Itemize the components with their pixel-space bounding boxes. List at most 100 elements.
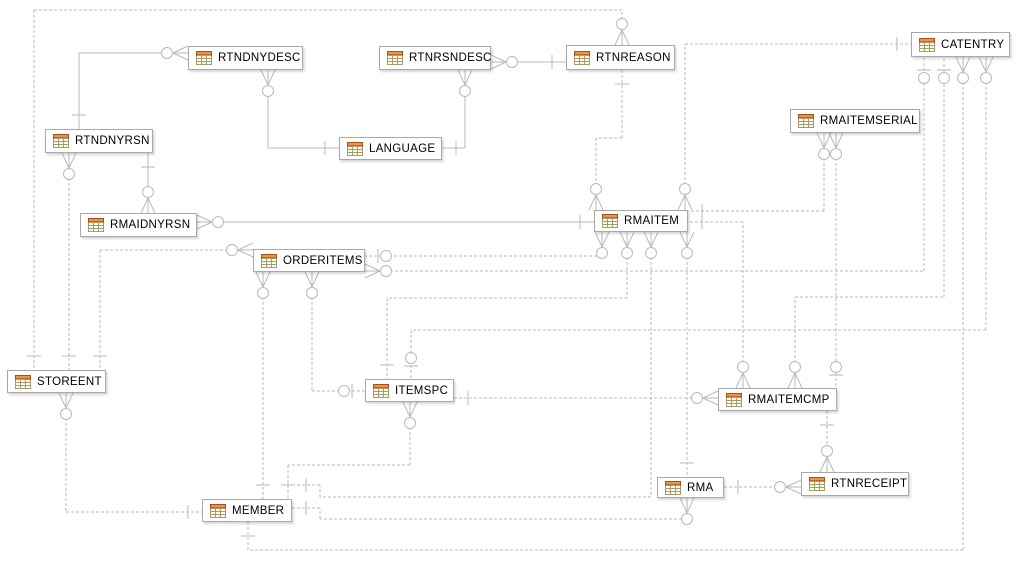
optional-circle-marker — [338, 385, 350, 397]
entity-rmaitem[interactable]: RMAITEM — [594, 210, 688, 232]
optional-circle-marker — [621, 247, 633, 259]
relationship-rmaitem-orderitems[interactable] — [365, 232, 603, 257]
crow-foot-marker — [594, 231, 603, 248]
entity-label: RMAITEMSERIAL — [820, 115, 918, 127]
crow-foot-marker — [702, 397, 719, 406]
crow-foot-marker — [260, 69, 269, 86]
relationship-rmaitemcmp-rmaitem[interactable] — [688, 221, 744, 388]
optional-circle-marker — [262, 85, 274, 97]
crow-foot-marker — [237, 249, 254, 258]
entity-label: RTNDNYRSN — [75, 135, 150, 147]
entity-itemspc[interactable]: ITEMSPC — [365, 379, 454, 402]
optional-circle-marker — [737, 361, 749, 373]
crow-foot-marker — [409, 401, 418, 418]
entity-label: RTNRSNDESC — [409, 52, 492, 64]
crow-foot-marker — [61, 152, 70, 169]
optional-circle-marker — [830, 148, 842, 160]
entity-storeent[interactable]: STOREENT — [7, 370, 106, 393]
entity-label: ORDERITEMS — [283, 254, 363, 267]
optional-circle-marker — [918, 72, 930, 84]
table-icon — [387, 51, 403, 65]
optional-circle-marker — [257, 287, 269, 299]
relationship-orderitems-storeent[interactable] — [99, 249, 253, 370]
crow-foot-marker — [702, 390, 719, 399]
relationship-rtndnydesc-language[interactable] — [267, 70, 339, 149]
table-icon — [373, 383, 389, 398]
relationship-rma-member[interactable] — [292, 498, 688, 520]
table-icon — [726, 392, 742, 407]
table-icon — [88, 218, 104, 232]
entity-rtnreceipt[interactable]: RTNRECEIPT — [801, 472, 909, 496]
optional-circle-marker — [818, 148, 830, 160]
entity-language[interactable]: LANGUAGE — [339, 137, 442, 160]
table-icon — [809, 477, 825, 491]
relationship-rtnreason-storeent[interactable] — [33, 9, 623, 370]
optional-circle-marker — [506, 56, 518, 68]
relationship-rtnrsndesc-language[interactable] — [442, 70, 466, 149]
entity-label: RTNRECEIPT — [831, 478, 908, 490]
entity-label: ITEMSPC — [395, 384, 449, 397]
entity-rmaitemserial[interactable]: RMAITEMSERIAL — [790, 109, 920, 133]
entity-rtndnyrsn[interactable]: RTNDNYRSN — [45, 129, 153, 153]
entity-orderitems[interactable]: ORDERITEMS — [253, 249, 365, 272]
optional-circle-marker — [380, 265, 392, 277]
relationship-storeent-member[interactable] — [65, 393, 202, 513]
relationship-rmaitemserial-rmaitem[interactable] — [688, 133, 825, 212]
table-icon — [919, 37, 935, 52]
table-icon — [53, 134, 69, 148]
crow-foot-marker — [262, 271, 271, 288]
optional-circle-marker — [306, 287, 318, 299]
crow-foot-marker — [140, 197, 149, 214]
entity-label: RMAITEMCMP — [748, 393, 830, 406]
entity-member[interactable]: MEMBER — [202, 499, 292, 522]
crow-foot-marker — [794, 372, 803, 389]
crow-foot-marker — [787, 372, 796, 389]
table-icon — [665, 480, 681, 495]
entity-rma[interactable]: RMA — [657, 477, 724, 498]
crow-foot-marker — [172, 52, 189, 61]
crow-foot-marker — [686, 497, 695, 514]
optional-circle-marker — [830, 361, 842, 373]
crow-foot-marker — [58, 392, 67, 409]
entity-rmaitemcmp[interactable]: RMAITEMCMP — [718, 388, 837, 411]
crow-foot-marker — [588, 194, 597, 211]
relationship-catentry-itemspc[interactable] — [410, 57, 987, 379]
crow-foot-marker — [364, 263, 381, 272]
entity-rmaidnyrsn[interactable]: RMAIDNYRSN — [80, 213, 197, 237]
crow-foot-marker — [785, 486, 802, 495]
entity-rtnreason[interactable]: RTNREASON — [566, 45, 675, 70]
crow-foot-marker — [364, 270, 381, 279]
crow-foot-marker — [686, 231, 695, 248]
crow-foot-marker — [614, 29, 623, 46]
optional-circle-marker — [226, 244, 238, 256]
entity-rtndnydesc[interactable]: RTNDNYDESC — [188, 46, 303, 70]
crow-foot-marker — [196, 221, 213, 230]
crow-foot-marker — [267, 69, 276, 86]
optional-circle-marker — [405, 352, 417, 364]
optional-circle-marker — [590, 183, 602, 195]
relationship-rmaitem-catentry[interactable] — [684, 43, 911, 210]
crow-foot-marker — [679, 497, 688, 514]
relationship-catentry-member[interactable] — [247, 57, 964, 551]
entity-label: STOREENT — [37, 375, 102, 388]
optional-circle-marker — [789, 361, 801, 373]
crow-foot-marker — [643, 231, 652, 248]
optional-circle-marker — [938, 72, 950, 84]
relationship-rtndnydesc-rtndnyrsn[interactable] — [78, 52, 188, 129]
relationship-rmaitemcmp-catentry[interactable] — [794, 57, 945, 388]
crow-foot-marker — [464, 69, 473, 86]
entity-rtnrsndesc[interactable]: RTNRSNDESC — [379, 46, 491, 70]
crow-foot-marker — [962, 56, 971, 73]
entity-catentry[interactable]: CATENTRY — [911, 32, 1010, 57]
optional-circle-marker — [142, 186, 154, 198]
crow-foot-marker — [595, 194, 604, 211]
relationship-orderitems-catentry[interactable] — [365, 57, 925, 272]
entity-label: MEMBER — [232, 504, 285, 517]
entity-label: CATENTRY — [941, 38, 1005, 51]
relationship-rmaitem-itemspc[interactable] — [386, 232, 628, 379]
crow-foot-marker — [826, 456, 835, 473]
crow-foot-marker — [626, 231, 635, 248]
relationship-rmaitem-member[interactable] — [292, 232, 652, 498]
relationship-orderitems-itemspc[interactable] — [311, 272, 365, 392]
optional-circle-marker — [691, 392, 703, 404]
